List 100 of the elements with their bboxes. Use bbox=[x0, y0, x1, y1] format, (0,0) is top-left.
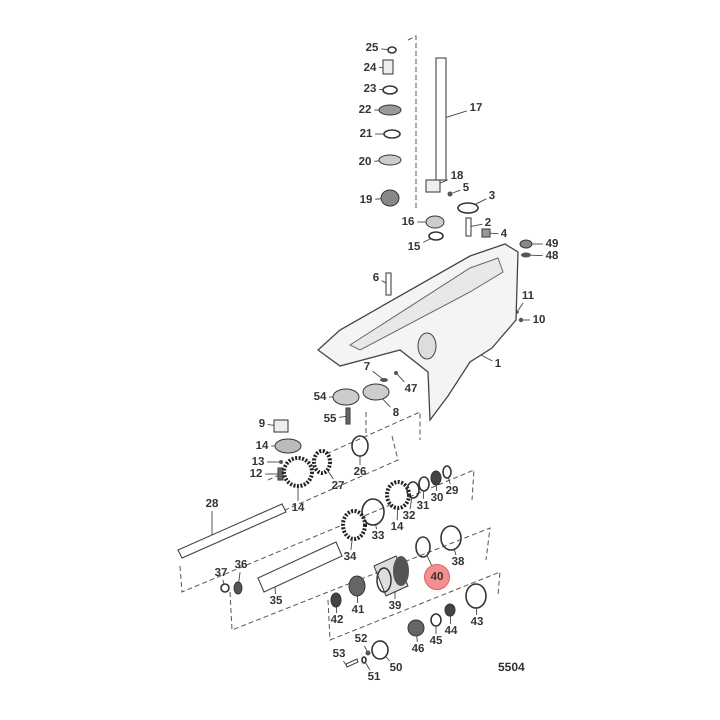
ring-part bbox=[382, 85, 398, 95]
bearing-carrier-part bbox=[373, 555, 409, 597]
ring-part bbox=[406, 481, 420, 499]
ring-part bbox=[428, 231, 444, 241]
callout-number: 35 bbox=[270, 594, 282, 608]
leader-line bbox=[364, 646, 368, 652]
ring-part bbox=[418, 476, 430, 492]
callout-number: 1 bbox=[494, 357, 502, 371]
leader-line bbox=[396, 508, 398, 520]
small-fastener-part bbox=[448, 192, 452, 196]
callout-number: 7 bbox=[364, 360, 370, 374]
callout-number: 27 bbox=[332, 479, 344, 493]
leader-line bbox=[364, 662, 370, 670]
leader-line bbox=[267, 424, 274, 426]
gear-part bbox=[282, 456, 314, 488]
callout-number: 40 bbox=[424, 564, 450, 590]
washer-part bbox=[348, 576, 366, 596]
ring-part bbox=[457, 202, 479, 214]
leader-line bbox=[440, 179, 448, 184]
gear-part bbox=[385, 480, 411, 510]
ring-part bbox=[440, 525, 462, 551]
ring-part bbox=[415, 536, 431, 558]
callout-number: 14 bbox=[390, 520, 404, 534]
small-fastener-part bbox=[279, 460, 283, 464]
callout-number: 20 bbox=[358, 155, 372, 169]
callout-number: 28 bbox=[206, 497, 218, 511]
callout-number: 39 bbox=[388, 599, 402, 613]
ring-part bbox=[387, 46, 397, 54]
leader-line bbox=[490, 232, 499, 234]
callout-number: 25 bbox=[366, 41, 378, 55]
leader-line bbox=[382, 398, 391, 408]
shaft-part bbox=[385, 272, 392, 296]
leader-line bbox=[476, 608, 478, 616]
callout-number: 5 bbox=[462, 181, 470, 195]
leader-line bbox=[336, 606, 338, 614]
leader-line bbox=[450, 616, 452, 624]
ring-part bbox=[442, 465, 452, 479]
leader-line bbox=[448, 477, 451, 484]
callout-number: 8 bbox=[392, 406, 400, 420]
washer-part bbox=[520, 240, 532, 248]
washer-part bbox=[274, 438, 302, 454]
leader-line bbox=[422, 490, 424, 500]
leader-line bbox=[385, 656, 390, 662]
ring-part bbox=[383, 129, 401, 139]
leader-line bbox=[446, 110, 468, 118]
small-fastener-part bbox=[366, 650, 370, 656]
callout-number: 43 bbox=[470, 615, 484, 629]
shaft-part bbox=[257, 541, 343, 593]
small-fastener-part bbox=[518, 318, 524, 322]
callout-number: 42 bbox=[330, 613, 344, 627]
callout-number: 19 bbox=[360, 193, 372, 207]
leader-line bbox=[222, 580, 224, 585]
callout-number: 24 bbox=[364, 61, 376, 75]
callout-number: 30 bbox=[430, 491, 444, 505]
callout-number: 15 bbox=[408, 240, 420, 254]
callout-number: 52 bbox=[354, 632, 368, 646]
bushing-part bbox=[425, 179, 441, 193]
callout-number: 44 bbox=[444, 624, 458, 638]
bushing-part bbox=[382, 59, 394, 75]
ring-part bbox=[430, 613, 442, 627]
ring-part bbox=[361, 498, 385, 526]
callout-number: 33 bbox=[372, 529, 384, 543]
callout-number: 51 bbox=[368, 670, 380, 684]
leader-line bbox=[343, 660, 346, 666]
leader-line bbox=[338, 416, 346, 418]
leader-line bbox=[372, 370, 382, 379]
callout-number: 26 bbox=[354, 465, 366, 479]
washer-part bbox=[378, 154, 402, 166]
leader-line bbox=[480, 354, 493, 362]
callout-number: 9 bbox=[258, 417, 266, 431]
callout-number: 2 bbox=[484, 216, 492, 230]
leader-line bbox=[378, 66, 384, 68]
callout-number: 14 bbox=[292, 501, 304, 515]
leader-line bbox=[452, 190, 461, 194]
shaft-part bbox=[345, 407, 351, 425]
ring-part bbox=[361, 656, 367, 664]
ring-part bbox=[351, 435, 369, 457]
callout-number: 38 bbox=[452, 555, 464, 569]
callout-number: 12 bbox=[250, 467, 262, 481]
callout-number: 6 bbox=[372, 271, 380, 285]
shaft-part bbox=[435, 57, 447, 181]
washer-part bbox=[330, 592, 342, 608]
small-fastener-part bbox=[521, 252, 531, 258]
callout-number: 29 bbox=[446, 484, 458, 498]
callout-number: 45 bbox=[430, 634, 442, 648]
callout-number: 17 bbox=[470, 101, 482, 115]
leader-line bbox=[426, 554, 432, 566]
leader-line bbox=[454, 548, 456, 556]
ring-part bbox=[465, 583, 487, 609]
gear-part bbox=[312, 449, 332, 475]
leader-line bbox=[381, 280, 386, 284]
callout-number: 41 bbox=[352, 603, 364, 617]
small-fastener-part bbox=[394, 371, 398, 375]
leader-line bbox=[326, 470, 334, 480]
callout-number: 11 bbox=[522, 289, 534, 303]
leader-line bbox=[436, 484, 438, 492]
shaft-part bbox=[465, 217, 472, 237]
callout-number: 14 bbox=[256, 439, 268, 453]
callout-number: 50 bbox=[390, 661, 402, 675]
shaft-part bbox=[345, 658, 359, 668]
